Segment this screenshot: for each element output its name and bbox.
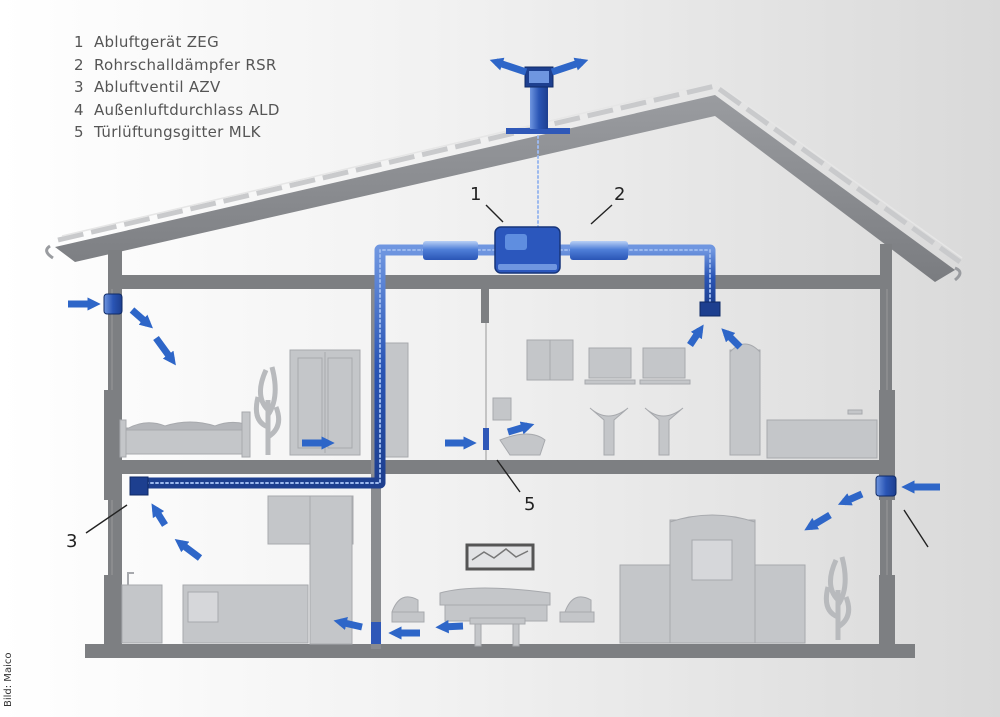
legend-item-number: 5 [74,123,84,142]
exhaust-unit [494,226,561,274]
exhaust-valve-bathroom [699,301,721,317]
exhaust-valve-kitchen [129,476,149,496]
legend-item-label: Rohrschalldämpfer RSR [94,55,277,74]
callout-5: 5 [524,494,536,515]
house-structure [85,244,915,658]
legend-item-number: 4 [74,100,84,119]
bedroom-furniture [119,342,409,458]
callout-leaders [85,204,929,548]
callout-3: 3 [66,531,78,552]
legend-item-number: 3 [74,78,84,97]
living-room-furniture [391,514,852,647]
outdoor-air-inlet-lower [875,475,897,497]
legend-item-2: 2 Rohrschalldämpfer RSR [74,54,280,77]
legend-item-label: Türlüftungsgitter MLK [94,123,261,142]
image-credit: Bild: Maico [3,652,14,707]
legend-item-label: Außenluftdurchlass ALD [94,100,280,119]
legend-item-number: 2 [74,55,84,74]
callout-2: 2 [614,184,626,205]
legend-item-1: 1 Abluftgerät ZEG [74,31,280,54]
legend-item-number: 1 [74,33,84,51]
roof [45,81,963,282]
door-grille-lower [371,622,381,644]
silencer-right [570,241,628,260]
bathroom-furniture [492,339,878,459]
roof-duct-outlet [506,66,570,134]
legend-item-label: Abluftgerät ZEG [94,33,219,51]
airflow-arrows [68,57,940,640]
legend-item-label: Abluftventil AZV [94,78,221,97]
callout-1: 1 [470,184,482,205]
legend-item-4: 4 Außenluftdurchlass ALD [74,99,280,122]
kitchen-furniture [121,495,354,645]
legend-item-3: 3 Abluftventil AZV [74,76,280,99]
outdoor-air-inlet-upper [103,293,123,315]
silencer-left [423,241,478,260]
door-grille-upper [483,428,489,450]
legend-item-5: 5 Türlüftungsgitter MLK [74,121,280,144]
